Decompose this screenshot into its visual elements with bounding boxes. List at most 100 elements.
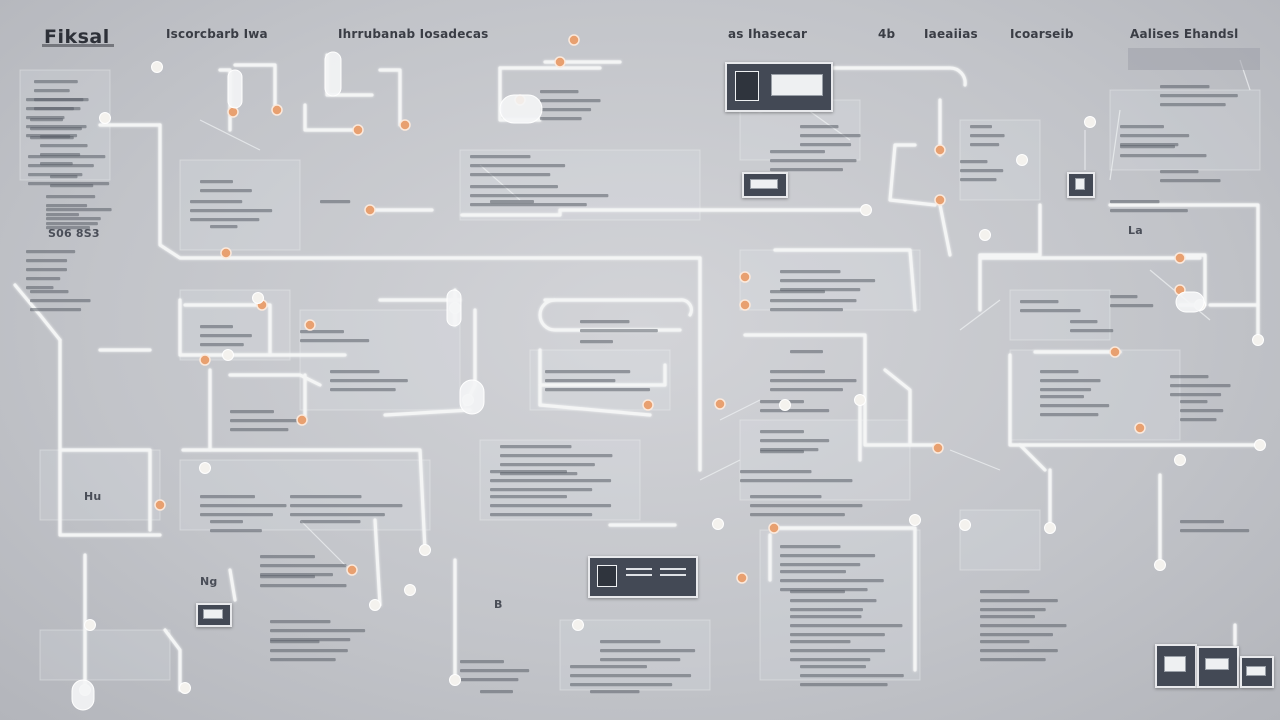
label-text-line: [470, 173, 551, 177]
header-item-3[interactable]: as Ihasecar: [728, 27, 808, 41]
side-label-ng: Ng: [200, 575, 218, 588]
label-text-line: [545, 379, 616, 383]
status-module-panel[interactable]: [196, 603, 232, 627]
label-text-line: [200, 334, 252, 338]
label-text-line: [600, 640, 661, 644]
label-text-line: [200, 513, 273, 517]
label-text-line: [270, 649, 348, 653]
label-text-line: [1070, 320, 1098, 324]
label-text-line: [480, 690, 513, 694]
label-text-line: [570, 665, 647, 669]
header-item-2[interactable]: Ihrrubanab Iosadecas: [338, 27, 489, 41]
switch-module-panel[interactable]: [1067, 172, 1095, 198]
label-text-line: [960, 178, 997, 182]
pipe-segment: [383, 408, 472, 417]
label-text-line: [470, 203, 587, 207]
pipe-node-warm: [568, 34, 580, 46]
label-text-line: [800, 665, 866, 669]
terminal-panel-2[interactable]: [1197, 646, 1239, 688]
label-text-line: [270, 629, 366, 633]
pipe-network: [13, 53, 1262, 692]
pipe-node-cool: [712, 518, 724, 530]
label-text-line: [790, 615, 862, 619]
header-item-6[interactable]: Icoarseib: [1010, 27, 1074, 41]
label-text-line: [230, 428, 289, 432]
label-text-line: [490, 495, 567, 499]
header-item-4[interactable]: 4b: [878, 27, 896, 41]
label-text-line: [300, 339, 370, 343]
pipe-node-warm: [934, 144, 946, 156]
pipe-node-cool: [1174, 454, 1186, 466]
pipe-node-cool: [84, 619, 96, 631]
label-text-line: [1040, 413, 1099, 417]
label-text-line: [980, 608, 1046, 612]
label-text-line: [800, 125, 839, 129]
label-text-line: [780, 545, 841, 549]
pipe-node-warm: [1134, 422, 1146, 434]
label-text-line: [46, 213, 79, 217]
pipe-segment: [773, 248, 917, 312]
terminal-panel-3[interactable]: [1240, 656, 1274, 688]
label-text-line: [1110, 295, 1138, 299]
annotation-line: [1109, 109, 1121, 181]
label-text-line: [790, 649, 886, 653]
label-text-line: [590, 690, 640, 694]
label-text-line: [780, 570, 846, 574]
pipe-node-warm: [364, 204, 376, 216]
label-text-line: [980, 633, 1053, 637]
side-label-b: B: [494, 598, 503, 611]
pipe-segment: [233, 63, 277, 112]
pipe-segment: [373, 518, 382, 607]
control-unit-panel[interactable]: [725, 62, 833, 112]
label-text-line: [580, 340, 613, 344]
label-text-line: [300, 520, 361, 524]
label-text-line: [470, 164, 566, 168]
pipe-node-cool: [779, 399, 791, 411]
label-text-line: [260, 584, 347, 588]
pipe-node-warm: [296, 414, 308, 426]
pipe-segment: [773, 526, 917, 672]
pipe-node-cool: [854, 394, 866, 406]
header-item-7[interactable]: Aalises Ehandsl: [1130, 27, 1239, 41]
label-text-line: [210, 520, 243, 524]
label-text-line: [34, 89, 70, 93]
pipe-segment: [978, 203, 1042, 312]
label-text-line: [190, 218, 260, 222]
header-item-1[interactable]: Iscorcbarb Iwa: [166, 27, 268, 41]
label-text-line: [760, 450, 804, 454]
pipe-segment: [13, 283, 62, 342]
main-display-panel[interactable]: [588, 556, 698, 598]
pipe-capsule-joint: [459, 379, 485, 415]
terminal-panel-1[interactable]: [1155, 644, 1197, 688]
label-text-line: [1170, 375, 1209, 379]
label-text-line: [970, 134, 1005, 138]
label-text-line: [770, 290, 825, 294]
label-text-line: [1110, 304, 1154, 308]
annotation-line: [299, 519, 351, 571]
pipe-node-cool: [572, 619, 584, 631]
pipe-node-cool: [419, 544, 431, 556]
label-text-line: [320, 200, 351, 204]
label-text-line: [210, 529, 262, 533]
diagram-frame: [299, 309, 461, 411]
label-text-line: [330, 379, 408, 383]
label-text-line: [790, 599, 877, 603]
pipe-node-cool: [179, 682, 191, 694]
label-text-line: [545, 370, 631, 374]
header-item-5[interactable]: Iaeaiias: [924, 27, 978, 41]
label-text-line: [570, 674, 692, 678]
label-text-line: [750, 495, 822, 499]
pipe-segment: [538, 403, 652, 417]
label-text-line: [210, 225, 238, 229]
label-text-line: [30, 299, 91, 303]
pipe-capsule-joint: [324, 51, 342, 97]
label-text-line: [270, 640, 320, 644]
small-module-panel[interactable]: [742, 172, 788, 198]
label-text-line: [470, 185, 558, 189]
label-text-line: [26, 277, 61, 281]
label-text-line: [230, 410, 274, 414]
label-text-line: [970, 125, 992, 129]
label-text-line: [580, 329, 658, 333]
label-text-line: [26, 259, 68, 263]
pipe-node-warm: [1109, 346, 1121, 358]
